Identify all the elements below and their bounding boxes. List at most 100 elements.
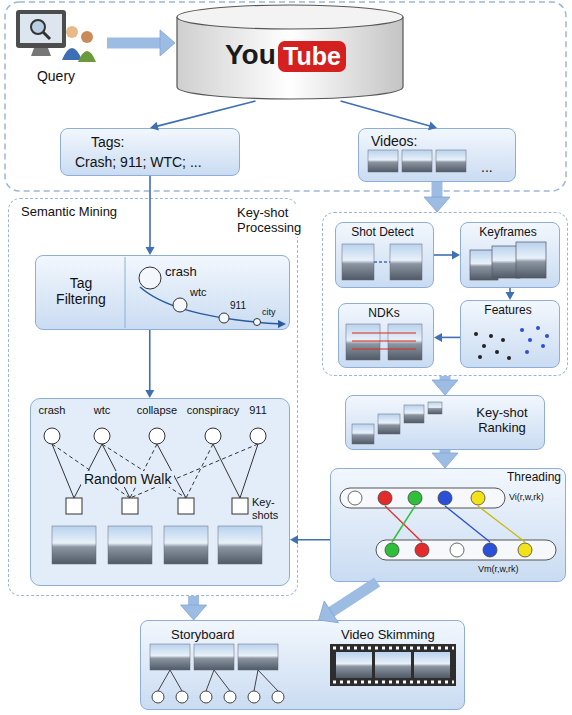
flow-arrow xyxy=(290,535,330,544)
threading-box: Threading xyxy=(330,468,566,582)
tree-branch xyxy=(214,670,230,691)
process-box: NDKs xyxy=(338,303,434,368)
video-thumbnail xyxy=(436,150,466,172)
walk-link xyxy=(186,444,213,498)
keyshot-image xyxy=(52,526,96,564)
node-label: Video Skimming xyxy=(341,628,435,643)
node-label: Random Walk xyxy=(81,471,174,487)
cylinder-top xyxy=(177,5,403,29)
ndk-frame xyxy=(346,324,380,360)
node-label: Key-shot Processing xyxy=(235,205,321,237)
tag-node xyxy=(205,428,221,444)
flow-arrow xyxy=(434,251,460,260)
tag-circle xyxy=(254,319,261,326)
process-box: Keyframes xyxy=(460,222,560,288)
tag-node-word: collapse xyxy=(127,404,187,417)
keyframe xyxy=(470,250,498,280)
walk-link xyxy=(102,444,186,498)
node-label: Crash; 911; WTC; ... xyxy=(75,154,202,170)
flow-block-arrow xyxy=(107,30,175,56)
tags-box: Tags:Crash; 911; WTC; ... xyxy=(60,128,240,176)
feature-point xyxy=(489,334,493,338)
tree-branch xyxy=(258,670,278,691)
node-label: Videos: xyxy=(371,133,417,149)
flow-arrow xyxy=(150,101,256,130)
feature-point xyxy=(520,328,524,332)
tree-leaf xyxy=(272,691,284,703)
arrow-head xyxy=(150,122,159,131)
thread-link xyxy=(385,506,422,542)
arrow-head xyxy=(452,251,460,260)
shot-boundary xyxy=(374,261,390,263)
walk-link xyxy=(74,444,102,498)
node-label: Shot Detect xyxy=(336,226,429,240)
arrow-head xyxy=(432,453,458,468)
video-thumbnail xyxy=(402,150,432,172)
monitor-screen xyxy=(20,14,62,43)
tree-branch xyxy=(254,670,258,691)
query-region xyxy=(5,2,566,191)
thread-link xyxy=(445,506,490,542)
sequence-label: Vm(r,w,rk) xyxy=(478,564,519,574)
thread-sequence xyxy=(376,540,556,560)
arrow-head xyxy=(146,247,155,255)
arrow-shaft xyxy=(440,337,460,339)
node-label: Tag Filtering xyxy=(48,275,114,307)
thread-link xyxy=(392,506,415,542)
ranked-keyshot xyxy=(428,402,442,414)
arrow-head xyxy=(434,333,442,342)
thread-shot xyxy=(408,491,422,505)
keyshot-image xyxy=(218,526,262,564)
walk-link xyxy=(240,444,258,498)
feature-point xyxy=(507,356,511,360)
arrow-shaft xyxy=(149,330,151,392)
tag-node-word: crash xyxy=(22,404,82,417)
node-label: Features xyxy=(461,304,555,318)
video-database: YouTube xyxy=(175,3,405,101)
keyshot-node xyxy=(66,498,82,514)
arrow-head xyxy=(424,197,450,212)
keyshot-processing-region: Shot DetectKeyframesFeaturesNDKsKey-shot… xyxy=(322,212,568,376)
walk-link xyxy=(130,444,258,498)
thread-shot xyxy=(415,543,429,557)
walk-link xyxy=(52,444,130,498)
walk-link xyxy=(102,444,130,498)
feature-point xyxy=(545,334,549,338)
thread-shots xyxy=(348,491,532,557)
feature-point xyxy=(525,350,529,354)
ndk-match xyxy=(352,332,416,333)
tag-nodes xyxy=(44,428,266,514)
ranked-keyshot xyxy=(378,414,400,434)
videos-box: Videos:... xyxy=(358,128,516,182)
arrow-head xyxy=(506,292,515,300)
flow-block-arrow xyxy=(424,182,450,212)
keyshot-image xyxy=(108,526,152,564)
walk-link xyxy=(213,444,240,498)
arrow-shaft xyxy=(440,376,451,385)
sequence-label: Vi(r,w,rk) xyxy=(509,492,544,502)
ranked-keyshot xyxy=(352,424,374,444)
arrow-shaft xyxy=(328,582,378,614)
walk-links xyxy=(52,444,258,498)
tag-node-word: 911 xyxy=(228,404,288,417)
shot-frame xyxy=(342,244,374,280)
arrow-head xyxy=(290,535,298,544)
ndk-match xyxy=(352,348,416,349)
process-box: Tag Filtering xyxy=(35,255,290,330)
feature-point xyxy=(474,332,478,336)
flow-block-arrow xyxy=(432,376,458,395)
feature-point xyxy=(495,350,499,354)
thread-shot xyxy=(385,543,399,557)
flow-arrow xyxy=(434,333,460,342)
node-label: Storyboard xyxy=(171,628,235,643)
feature-point xyxy=(536,326,540,330)
storyboard-frame xyxy=(150,644,190,670)
arrow-head xyxy=(181,605,207,620)
tree-branch xyxy=(206,670,214,691)
thread-shot xyxy=(518,543,532,557)
walk-link xyxy=(157,444,186,498)
flow-block-arrow xyxy=(432,450,458,468)
tree-leaf xyxy=(248,691,260,703)
